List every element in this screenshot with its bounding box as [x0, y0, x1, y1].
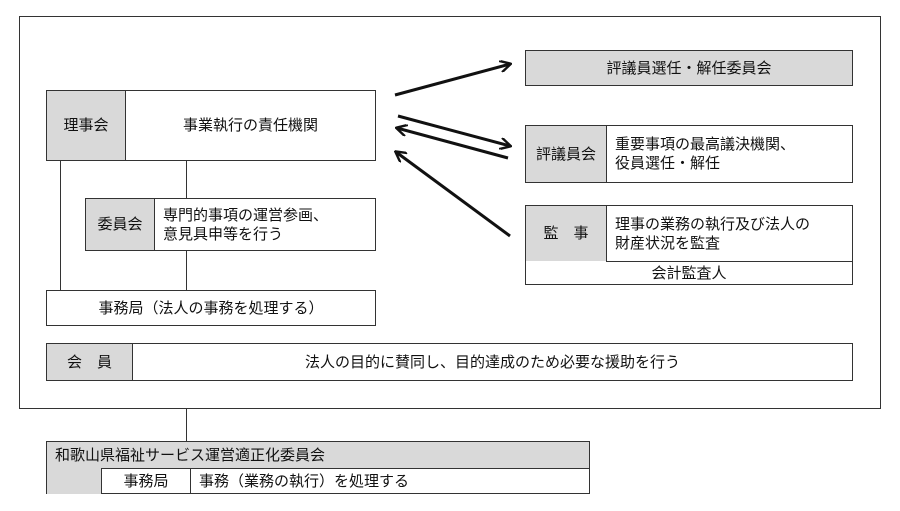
committee-description-line2: 意見具申等を行う: [163, 224, 284, 243]
prefecture-secretariat-text: 事務（業務の執行）を処理する: [199, 472, 410, 491]
prefecture-committee-corner: [47, 468, 101, 494]
councilors-label: 評議員会: [526, 126, 606, 182]
committee-description: 専門的事項の運営参画、意見具申等を行う: [155, 199, 375, 250]
selection-committee-text: 評議員選任・解任委員会: [606, 58, 772, 77]
arrow-auditor-to-board: [396, 152, 511, 238]
arrow-to-selection-committee: [394, 64, 510, 97]
frame-to-prefecture-line: [186, 409, 187, 441]
selection-committee-box: 評議員選任・解任委員会: [525, 50, 853, 86]
auditor-box: 監 事 理事の業務の執行及び法人の財産状況を監査 会計監査人: [525, 205, 853, 285]
board-label: 理事会: [47, 91, 125, 160]
arrow-board-to-councilors: [397, 114, 510, 146]
accounting-auditor-text: 会計監査人: [651, 264, 727, 283]
committee-box: 委員会 専門的事項の運営参画、意見具申等を行う: [85, 198, 376, 251]
councilors-description-line2: 役員選任・解任: [615, 154, 721, 172]
committee-description-line1: 専門的事項の運営参画、: [163, 205, 329, 224]
members-description: 法人の目的に賛同し、目的達成のため必要な援助を行う: [304, 352, 680, 371]
prefecture-committee-box: 和歌山県福祉サービス運営適正化委員会 事務局 事務（業務の執行）を処理する: [46, 441, 590, 494]
board-description: 事業執行の責任機関: [182, 116, 318, 135]
secretariat-text: 事務局（法人の事務を処理する）: [98, 298, 324, 317]
arrow-councilors-to-board: [397, 128, 509, 160]
committee-to-secretariat-line: [186, 250, 187, 291]
board-box: 理事会 事業執行の責任機関: [46, 90, 376, 161]
secretariat-box: 事務局（法人の事務を処理する）: [46, 290, 376, 326]
prefecture-committee-title: 和歌山県福祉サービス運営適正化委員会: [47, 442, 589, 468]
auditor-description-line2: 財産状況を監査: [615, 233, 721, 252]
councilors-description: 重要事項の最高議決機関、役員選任・解任: [607, 126, 852, 182]
board-to-secretariat-line: [60, 160, 61, 291]
committee-label: 委員会: [86, 199, 154, 250]
board-to-committee-line: [186, 160, 187, 198]
prefecture-secretariat-label: 事務局: [123, 472, 169, 491]
auditor-description: 理事の業務の執行及び法人の財産状況を監査: [607, 206, 852, 261]
members-label: 会 員: [47, 344, 132, 380]
auditor-label: 監 事: [526, 206, 606, 261]
councilors-box: 評議員会 重要事項の最高議決機関、役員選任・解任: [525, 125, 853, 183]
members-box: 会 員 法人の目的に賛同し、目的達成のため必要な援助を行う: [46, 343, 853, 381]
auditor-description-line1: 理事の業務の執行及び法人の: [615, 214, 811, 233]
councilors-description-line1: 重要事項の最高議決機関、: [615, 135, 796, 154]
